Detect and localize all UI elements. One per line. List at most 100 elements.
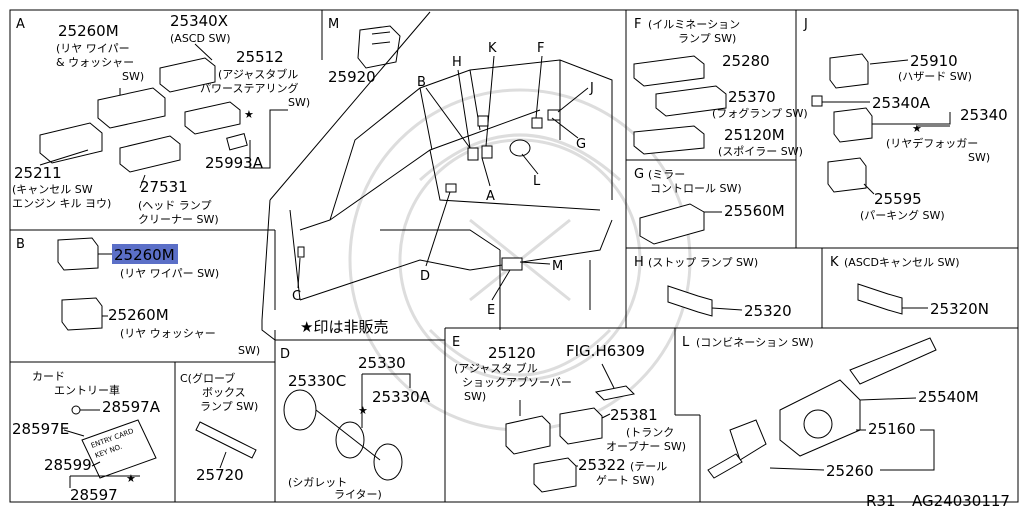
desc-adjustable-e: (アジャスタ ブル [454,361,538,375]
desc-rear-wiper-b: (リヤ ワイパー SW) [120,267,219,280]
title-entry-car: エントリー車 [54,383,120,397]
part-25320[interactable]: 25320 [744,302,792,320]
part-25330A[interactable]: 25330A [372,388,431,406]
part-25340[interactable]: 25340 [960,106,1008,124]
title-lamp-sw-c: ランプ SW) [200,400,258,413]
part-28597E[interactable]: 28597E [12,420,69,438]
desc-gate: ゲート SW) [596,474,655,487]
part-25560M[interactable]: 25560M [724,202,785,220]
steering-column-hole [803,409,833,439]
desc-tail: (テール [630,460,667,473]
part-25540M[interactable]: 25540M [918,388,979,406]
section-g: G (ミラー コントロール SW) 25560M [634,167,785,245]
switch-position-k [481,145,493,159]
desc-spoiler: (スポイラー SW) [718,145,803,158]
section-h: H (ストップ ランプ SW) 25320 [634,255,792,320]
part-27531[interactable]: 27531 [140,178,188,196]
part-25330[interactable]: 25330 [358,354,406,372]
wiper-lever-icon [849,337,937,385]
part-25260M-washer[interactable]: 25260M [108,306,169,324]
fig-ref[interactable]: FIG.H6309 [566,342,645,360]
part-28599[interactable]: 28599 [44,456,92,474]
highlight-selected-part [112,244,178,264]
desc-rear-defogger: (リヤデフォッガー [886,136,978,150]
desc-sw-j: SW) [968,151,990,164]
callout-j: J [589,81,594,96]
part-28597[interactable]: 28597 [70,486,118,504]
title-mirror: (ミラー [648,168,685,181]
desc-cleaner: クリーナー SW) [138,213,219,226]
section-e: E 25120 (アジャスタ ブル ショックアブソーバー SW) FIG.H63… [452,335,686,493]
switch-icon-25560M [639,203,705,245]
switch-icon-25120 [505,415,551,455]
part-25595[interactable]: 25595 [874,190,922,208]
part-25720[interactable]: 25720 [196,466,244,484]
part-25211[interactable]: 25211 [14,164,62,182]
desc-adjustable: (アジャスタブル [218,67,298,81]
lever-end-icon [707,453,743,479]
part-25993A[interactable]: 25993A [205,154,264,172]
desc-sw: SW) [122,70,144,83]
section-grid [9,9,1019,503]
part-25330C[interactable]: 25330C [288,372,346,390]
bezel-icon [594,385,636,401]
part-28597A[interactable]: 28597A [102,398,161,416]
desc-parking: (パーキング SW) [860,208,945,222]
title-combination-sw: (コンビネーション SW) [696,336,814,349]
section-letter-d: D [280,347,290,362]
part-25120[interactable]: 25120 [488,344,536,362]
part-25160[interactable]: 25160 [868,420,916,438]
part-25260M-selected[interactable]: 25260M [114,246,175,264]
callout-l: L [533,174,541,189]
section-j: J 25910 (ハザード SW) 25340A 25340 ★ (リヤデフォッ… [803,17,1008,222]
part-25260M[interactable]: 25260M [58,22,119,40]
star-mark-card: ★ [126,472,136,485]
switch-position-h [467,147,479,161]
part-25320N[interactable]: 25320N [930,300,989,318]
desc-sw-b: SW) [238,344,260,357]
section-m: M 25920 [328,17,401,86]
desc-power-steering: パワーステアリング [200,81,298,95]
section-letter-e: E [452,335,460,350]
section-letter-f: F [634,17,641,32]
title-card: カード [32,370,65,383]
part-25512[interactable]: 25512 [236,48,284,66]
part-25322[interactable]: 25322 [578,456,626,474]
combination-switch-l [509,139,531,157]
switch-icon-25340 [833,107,873,143]
desc-headlamp: (ヘッド ランプ [138,199,211,212]
desc-sw-e: SW) [464,390,486,403]
part-25340X[interactable]: 25340X [170,12,228,30]
footer-code-right: AG24030117 [912,492,1010,510]
part-25910[interactable]: 25910 [910,52,958,70]
switch-icon-25920 [357,25,401,69]
callout-d: D [420,269,430,284]
callout-a: A [486,189,495,204]
part-25280[interactable]: 25280 [722,52,770,70]
callout-f: F [537,41,544,56]
dashboard-illustration [261,11,613,341]
callout-b: B [417,75,426,90]
part-25340A[interactable]: 25340A [872,94,931,112]
title-ascd-cancel: (ASCDキャンセル SW) [844,256,960,269]
part-25370[interactable]: 25370 [728,88,776,106]
title-box: ボックス [202,386,246,399]
bulb-icon [811,95,823,107]
desc-cigarette: (シガレット [288,476,347,489]
switch-icons-a [39,43,288,189]
callout-g: G [576,137,586,152]
section-letter-m: M [328,17,339,32]
star-mark-d: ★ [358,404,368,417]
section-d: D 25330 25330C 25330A ★ (シガレット ライター) [280,347,431,501]
part-25381[interactable]: 25381 [610,406,658,424]
part-25920[interactable]: 25920 [328,68,376,86]
desc-engine-kill: エンジン キル ヨウ) [12,197,111,210]
section-f: F (イルミネーション ランプ SW) 25280 25370 (フォグランプ … [633,17,808,158]
callout-k: K [488,41,497,56]
part-25120M[interactable]: 25120M [724,126,785,144]
part-25260[interactable]: 25260 [826,462,874,480]
section-letter-h: H [634,255,644,270]
not-sold-note: ★印は非販売 [300,318,388,336]
